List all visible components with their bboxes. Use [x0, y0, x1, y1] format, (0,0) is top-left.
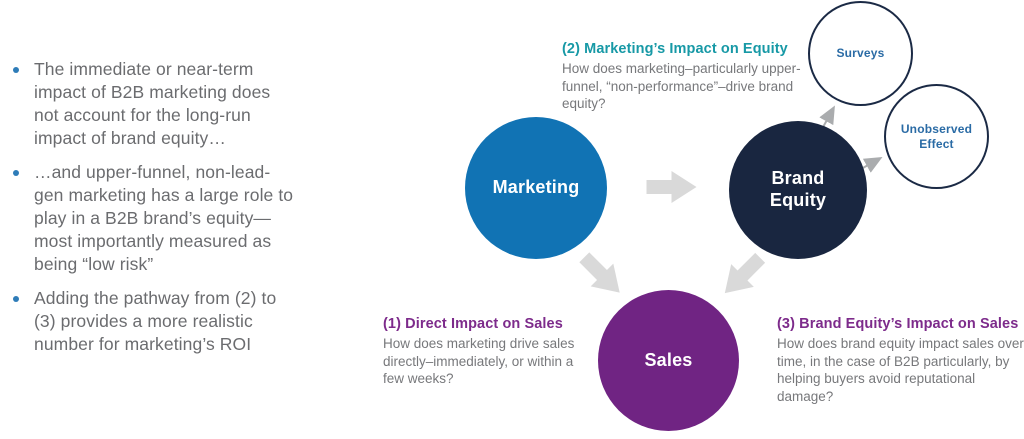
arrow-marketing-to-sales-icon	[579, 252, 620, 293]
annotation-body: How does brand equity impact sales over …	[777, 336, 1024, 404]
arrow-brand-equity-to-sales-icon	[724, 252, 766, 294]
bullet-dot-icon	[13, 67, 19, 73]
arrow-brand-equity-to-unobserved-effect-icon	[860, 157, 883, 173]
node-sales-label: Sales	[644, 349, 693, 370]
bullet-dot-icon	[13, 170, 19, 176]
bullet-text: The immediate or near-term impact of B2B…	[34, 59, 271, 148]
annotation-title: (3) Brand Equity’s Impact on Sales	[777, 316, 1019, 332]
annotation-title: (2) Marketing’s Impact on Equity	[562, 41, 788, 57]
annotation-body: How does marketing drive sales directly–…	[383, 336, 575, 386]
node-surveys: Surveys	[808, 1, 913, 106]
bullet-text: …and upper-funnel, non-lead-gen marketin…	[34, 162, 294, 274]
annotation-brand-equitys-impact-on-sales: (3) Brand Equity’s Impact on Sales How d…	[777, 315, 1024, 405]
annotation-marketings-impact-on-equity: (2) Marketing’s Impact on Equity How doe…	[562, 40, 807, 113]
node-surveys-label: Surveys	[836, 46, 885, 61]
annotation-body: How does marketing–particularly upper-fu…	[562, 61, 801, 111]
bullet-item: Adding the pathway from (2) to (3) provi…	[10, 287, 302, 356]
bullet-item: The immediate or near-term impact of B2B…	[10, 58, 302, 150]
key-points-list: The immediate or near-term impact of B2B…	[10, 58, 302, 367]
annotation-direct-impact-on-sales: (1) Direct Impact on Sales How does mark…	[383, 315, 585, 388]
node-unobserved-effect-label: Unobserved Effect	[900, 122, 973, 151]
bullet-text: Adding the pathway from (2) to (3) provi…	[34, 288, 277, 354]
node-unobserved-effect: Unobserved Effect	[884, 84, 989, 189]
node-brand-equity-label: Brand Equity	[769, 168, 827, 210]
node-marketing-label: Marketing	[492, 177, 580, 198]
bullet-item: …and upper-funnel, non-lead-gen marketin…	[10, 161, 302, 276]
arrow-marketing-to-brand-equity-icon	[646, 171, 697, 203]
annotation-title: (1) Direct Impact on Sales	[383, 316, 563, 332]
node-sales: Sales	[598, 290, 739, 431]
bullet-dot-icon	[13, 296, 19, 302]
node-marketing: Marketing	[465, 117, 607, 259]
node-brand-equity: Brand Equity	[729, 121, 867, 259]
